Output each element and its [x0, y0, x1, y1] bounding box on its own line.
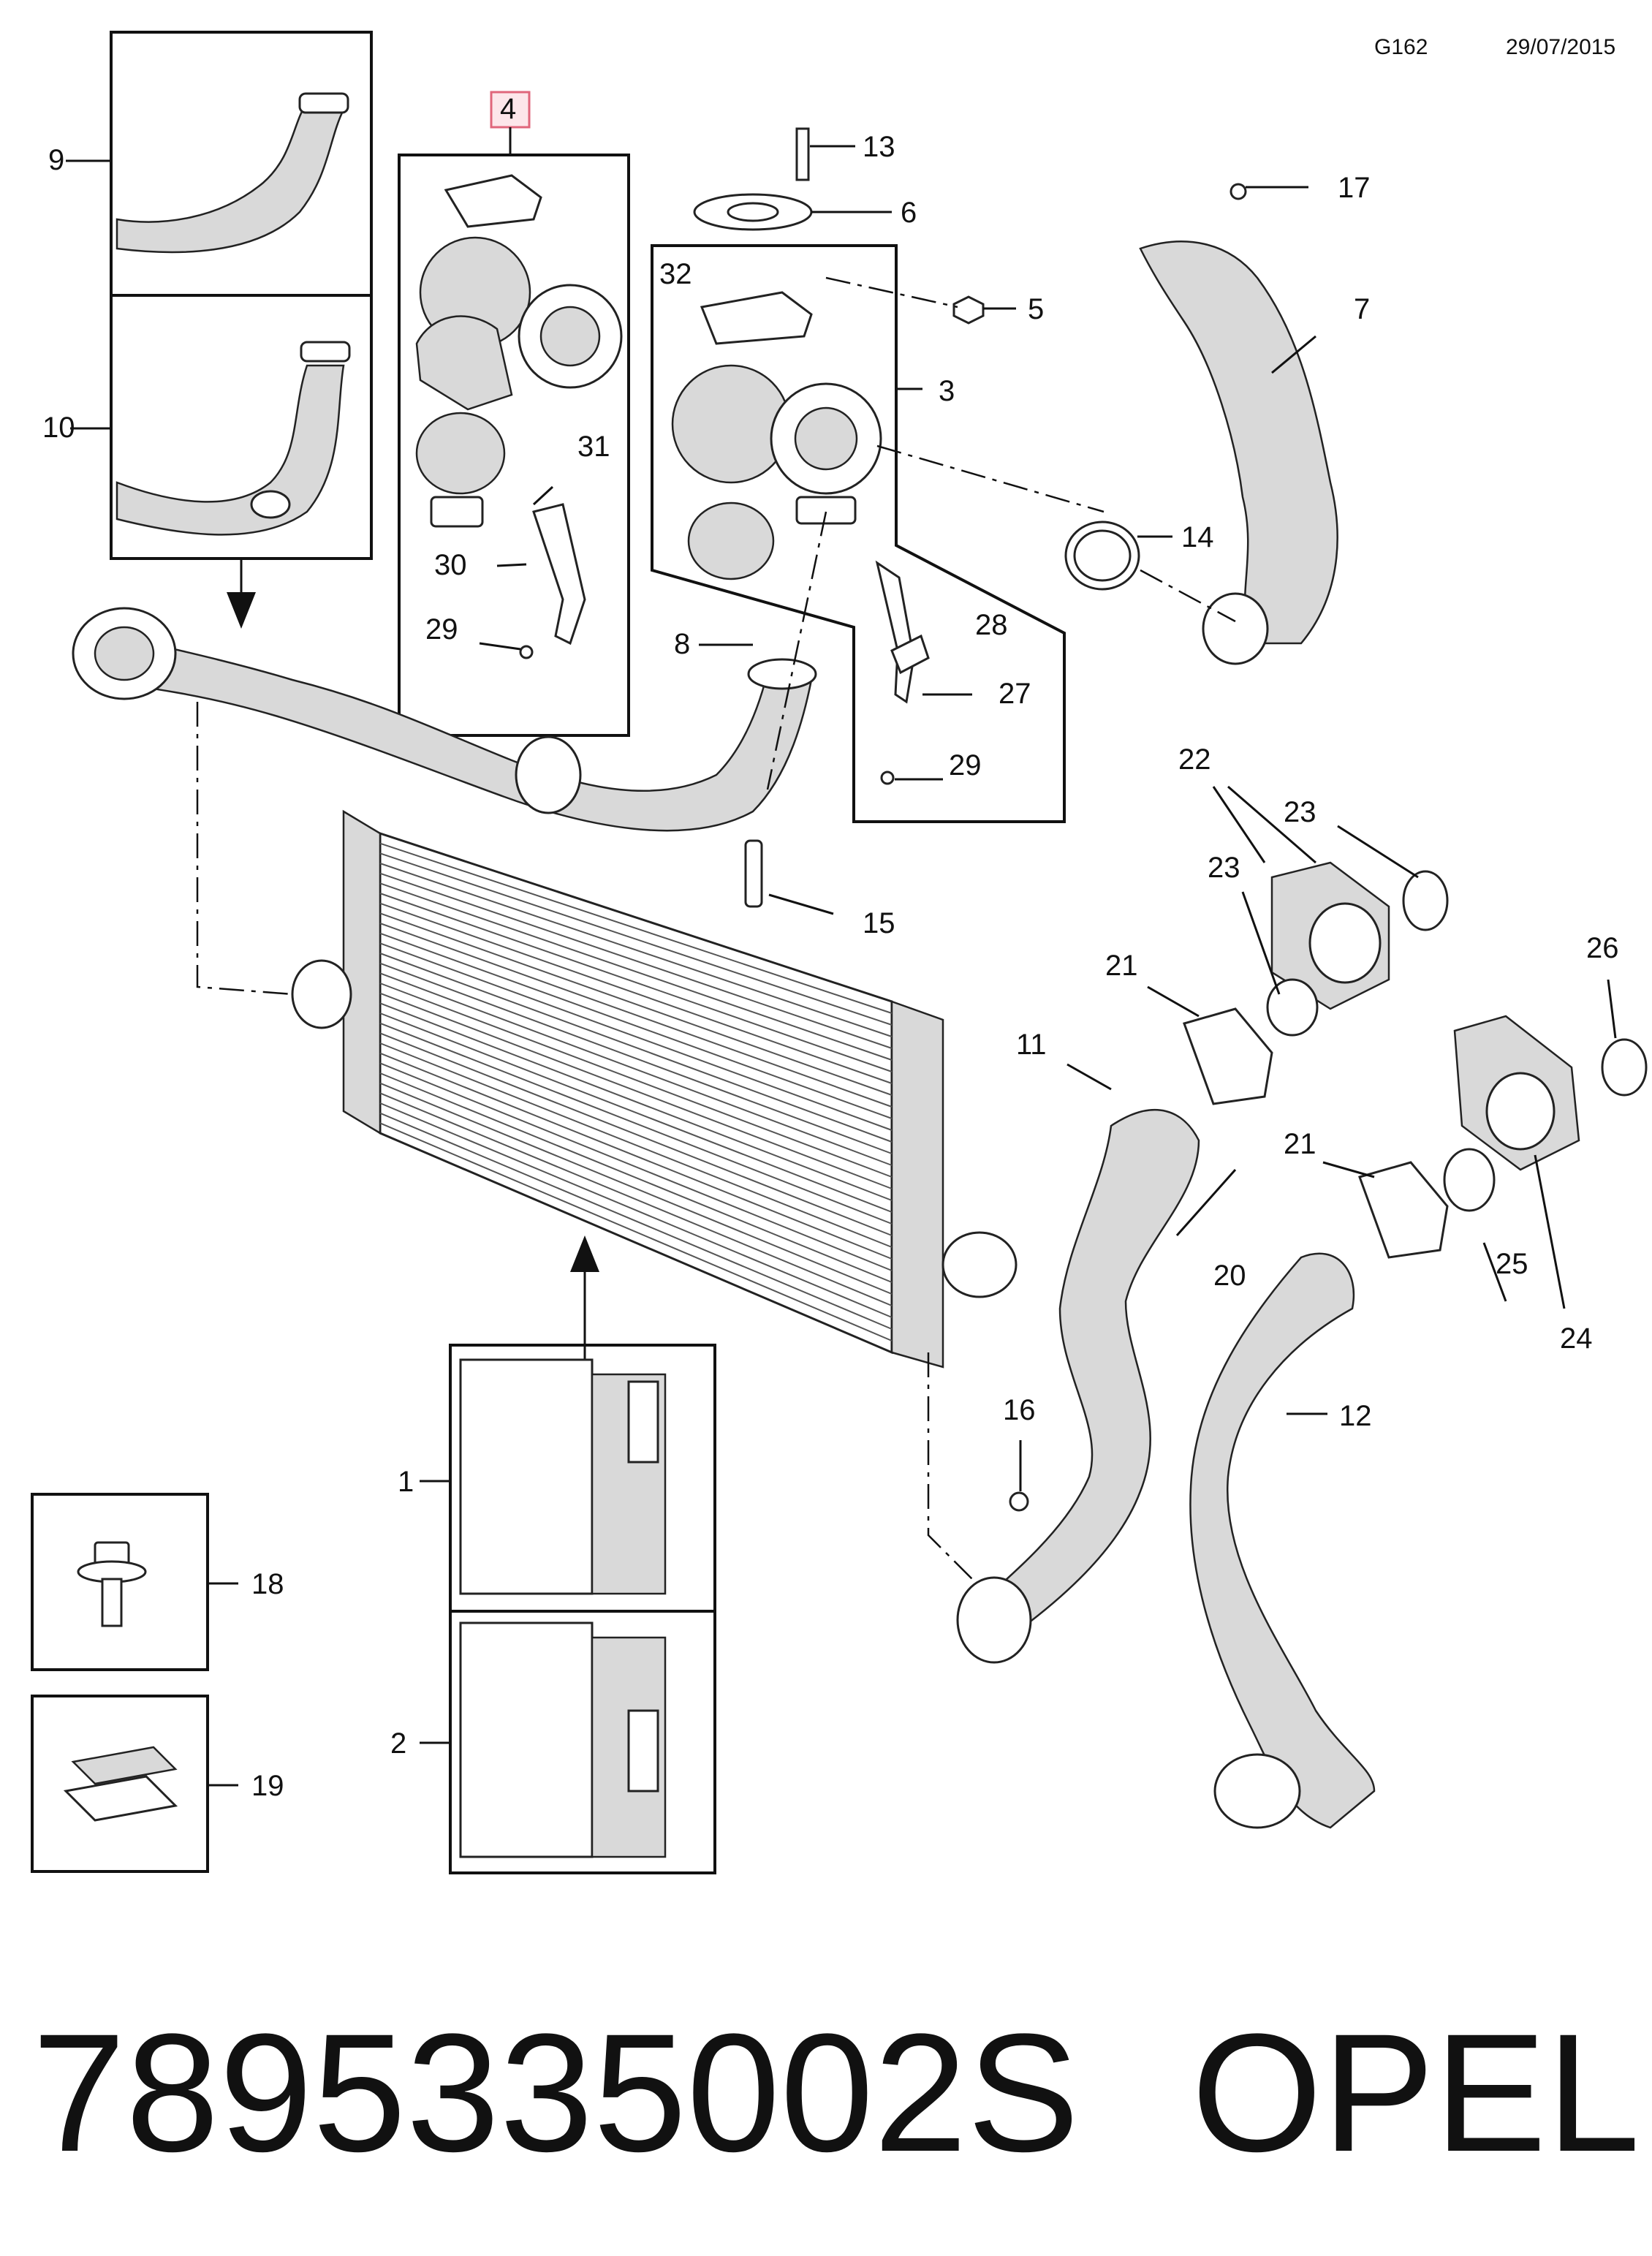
part-number: 7895335002S: [32, 1999, 1080, 2187]
intercooler-fin: [379, 1042, 893, 1248]
callout-26: 26: [1586, 932, 1619, 964]
bolt-17: [1229, 183, 1247, 200]
callout-4-highlight: [490, 91, 531, 129]
callout-19: 19: [251, 1770, 284, 1802]
intercooler-fin: [379, 1102, 893, 1318]
bolt-16: [1009, 1491, 1029, 1512]
intercooler-fin: [379, 942, 893, 1131]
callout-17: 17: [1338, 172, 1371, 204]
callout-28: 28: [975, 609, 1008, 641]
callout-4: 4: [500, 93, 516, 125]
intercooler-fin: [379, 972, 893, 1166]
intercooler-fin: [379, 893, 893, 1072]
turbocharger-3: [651, 244, 1066, 823]
brand-name: OPEL: [1191, 1999, 1640, 2187]
intercooler-fin: [379, 1022, 893, 1224]
callout-27: 27: [999, 678, 1031, 710]
callout-20: 20: [1213, 1260, 1246, 1292]
callout-16: 16: [1003, 1394, 1036, 1426]
callout-11: 11: [1016, 1029, 1047, 1061]
intercooler-fin: [379, 1092, 893, 1306]
intercooler-fin: [379, 1062, 893, 1271]
callout-6: 6: [901, 197, 917, 229]
hose-7: [1139, 241, 1338, 645]
intercooler-fin: [379, 953, 893, 1143]
charge-air-pipe: [86, 627, 813, 832]
callout-22: 22: [1178, 743, 1211, 776]
intercooler-fin: [379, 1072, 893, 1283]
callout-10: 10: [42, 412, 75, 444]
inset-clip-19: [31, 1695, 209, 1873]
intercooler-fin: [379, 992, 893, 1189]
callout-5: 5: [1028, 293, 1044, 325]
intercooler-fin: [379, 842, 893, 1014]
bolt-20: [1175, 1169, 1237, 1236]
inset-brackets-1-2: [449, 1344, 716, 1874]
inset-bolt-18: [31, 1493, 209, 1671]
callout-24: 24: [1560, 1322, 1593, 1355]
seal-ring-23: [1402, 870, 1449, 931]
callout-3: 3: [939, 375, 955, 407]
seal-ring-23b: [1266, 978, 1319, 1037]
callout-12: 12: [1339, 1400, 1372, 1432]
callout-labels: 9 10 4 13 6 32 5 3 31 30 29 14 28 8 27 2…: [42, 93, 1619, 1802]
intercooler-fin: [379, 1002, 893, 1201]
callout-18: 18: [251, 1568, 284, 1600]
sensor-15: [744, 839, 763, 908]
leader-lines: [479, 145, 1617, 1491]
callout-21: 21: [1105, 950, 1138, 982]
intercooler-fin: [379, 1112, 893, 1330]
callout-31: 31: [577, 431, 610, 463]
intercooler-fin: [379, 902, 893, 1084]
callout-25: 25: [1496, 1248, 1528, 1280]
intercooler-fin: [379, 1012, 893, 1213]
adapter-21b: [1358, 1161, 1449, 1259]
intercooler-fin: [379, 1082, 893, 1295]
hose-12: [1189, 1252, 1376, 1829]
intercooler: [291, 809, 1018, 1369]
turbocharger-assembly-4: [398, 154, 630, 737]
intercooler-fin: [379, 962, 893, 1154]
seal-ring-26: [1601, 1038, 1648, 1097]
intercooler-fin: [379, 983, 893, 1178]
callout-30: 30: [434, 549, 467, 581]
intercooler-fin: [379, 852, 893, 1026]
callout-29: 29: [425, 613, 458, 646]
intercooler-fin: [379, 882, 893, 1061]
callout-9: 9: [48, 144, 64, 176]
callout-23b: 23: [1208, 852, 1240, 884]
intercooler-fin: [379, 1122, 893, 1341]
callout-7: 7: [1354, 293, 1370, 325]
arrow-down-icon: [227, 592, 256, 629]
nut-5: [952, 295, 985, 325]
arrow-up-icon: [570, 1235, 599, 1272]
hose-11: [963, 1108, 1200, 1639]
callout-13: 13: [863, 131, 895, 163]
seal-ring-25: [1443, 1148, 1496, 1212]
callout-32: 32: [659, 258, 692, 290]
callout-8: 8: [674, 628, 690, 660]
intercooler-fin: [379, 863, 893, 1037]
intercooler-fin: [379, 932, 893, 1119]
callout-21b: 21: [1284, 1128, 1316, 1160]
callout-29b: 29: [949, 749, 982, 781]
callout-2: 2: [390, 1727, 406, 1760]
callout-23: 23: [1284, 796, 1316, 828]
intercooler-fin: [379, 872, 893, 1049]
callout-1: 1: [398, 1466, 414, 1498]
stud-13: [795, 127, 810, 181]
callout-15: 15: [863, 907, 895, 939]
intercooler-fin: [379, 923, 893, 1108]
diagram-date: 29/07/2015: [1506, 35, 1615, 59]
intercooler-fin: [379, 1052, 893, 1260]
adapter-21: [1183, 1007, 1273, 1105]
intercooler-fin: [379, 1032, 893, 1236]
inset-hose-9-10: [110, 31, 373, 560]
intercooler-fin: [379, 912, 893, 1096]
callout-14: 14: [1181, 521, 1214, 553]
diagram-code: G162: [1374, 35, 1428, 59]
